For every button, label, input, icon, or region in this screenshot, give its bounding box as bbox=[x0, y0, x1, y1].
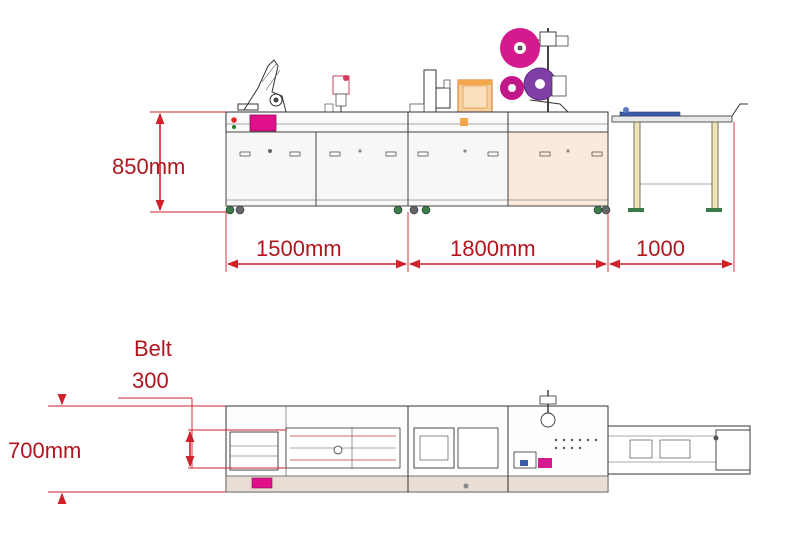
emergency-stop-icon bbox=[231, 117, 237, 123]
section-1-length-label: 1500mm bbox=[256, 236, 342, 261]
belt-label: Belt bbox=[134, 336, 172, 361]
printer-column-unit bbox=[409, 69, 451, 115]
orange-hopper-box bbox=[457, 79, 493, 115]
touch-screen bbox=[249, 114, 277, 132]
section-2-length-label: 1800mm bbox=[450, 236, 536, 261]
height-dimension-label: 850mm bbox=[112, 154, 185, 179]
width-dimension-label: 700mm bbox=[8, 438, 81, 463]
outfeed-conveyor bbox=[611, 103, 748, 212]
height-dimension: 850mm bbox=[112, 111, 226, 213]
labeler-head bbox=[500, 28, 569, 113]
section-3-length-label: 1000 bbox=[636, 236, 685, 261]
infeed-magazine bbox=[229, 431, 279, 471]
casters bbox=[225, 205, 611, 215]
top-view: Belt 300 700mm bbox=[8, 336, 751, 505]
belt-width-label: 300 bbox=[132, 368, 169, 393]
main-cabinet bbox=[225, 111, 609, 207]
width-dimension: 700mm bbox=[8, 393, 226, 505]
length-dimensions: 1500mm 1800mm 1000 bbox=[225, 122, 735, 272]
top-nozzle-unit bbox=[324, 75, 350, 114]
front-view: 850mm 1500mm 1800mm 1000 bbox=[112, 28, 748, 272]
labeler-dots bbox=[554, 438, 598, 450]
feeder-mechanism bbox=[237, 59, 287, 113]
belt-dimension: Belt 300 bbox=[118, 336, 286, 469]
